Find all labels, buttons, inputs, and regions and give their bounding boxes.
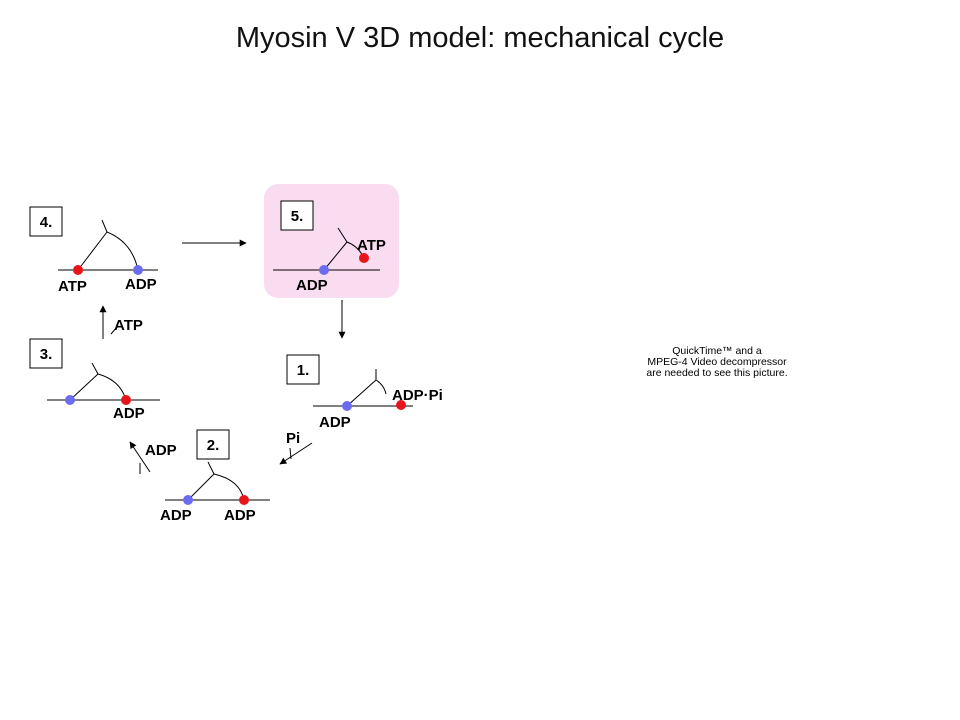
step1-myosin: ADP·Pi ADP	[313, 369, 443, 431]
step2-number: 2.	[207, 437, 220, 454]
pi-release-stroke	[289, 447, 292, 460]
pi-release-label: Pi	[286, 430, 300, 447]
step1-top-label: ADP·Pi	[392, 387, 443, 404]
step3-number: 3.	[40, 346, 53, 363]
step2-right-label: ADP	[224, 507, 256, 524]
step3-badge: 3.	[29, 338, 63, 369]
step1-red-head	[396, 400, 406, 410]
step5-bottom-label: ADP	[296, 277, 328, 294]
step5-number: 5.	[291, 208, 304, 225]
arrow-2-to-3	[129, 441, 151, 473]
step4-myosin: ATP ADP	[58, 219, 158, 295]
step4-number: 4.	[40, 214, 53, 231]
quicktime-placeholder-note: QuickTime™ and a MPEG-4 Video decompress…	[646, 345, 788, 379]
step1-blue-head	[342, 401, 352, 411]
atp-bind-stroke	[110, 326, 118, 335]
step3-bottom-label: ADP	[113, 405, 145, 422]
atp-bind-label: ATP	[114, 317, 143, 334]
step1-number: 1.	[297, 362, 310, 379]
step4-left-label: ATP	[58, 278, 87, 295]
slide-title: Myosin V 3D model: mechanical cycle	[235, 22, 725, 54]
step5-red-head	[359, 253, 369, 263]
step4-red-head	[73, 265, 83, 275]
step2-blue-head	[183, 495, 193, 505]
step4-blue-head	[133, 265, 143, 275]
step4-badge: 4.	[29, 206, 63, 237]
step3-myosin: ADP	[47, 362, 160, 422]
adp-release-label: ADP	[145, 442, 177, 459]
step4-right-label: ADP	[125, 276, 157, 293]
step5-blue-head	[319, 265, 329, 275]
step5-myosin: ATP ADP	[273, 227, 386, 294]
step1-bottom-label: ADP	[319, 414, 351, 431]
step5-badge: 5.	[280, 200, 314, 231]
step2-badge: 2.	[196, 429, 230, 460]
step3-red-head	[121, 395, 131, 405]
step5-top-label: ATP	[357, 237, 386, 254]
arrow-1-to-2	[279, 442, 313, 465]
step2-red-head	[239, 495, 249, 505]
step2-left-label: ADP	[160, 507, 192, 524]
step1-badge: 1.	[286, 354, 320, 385]
step2-myosin: ADP ADP	[160, 461, 270, 524]
step3-blue-head	[65, 395, 75, 405]
